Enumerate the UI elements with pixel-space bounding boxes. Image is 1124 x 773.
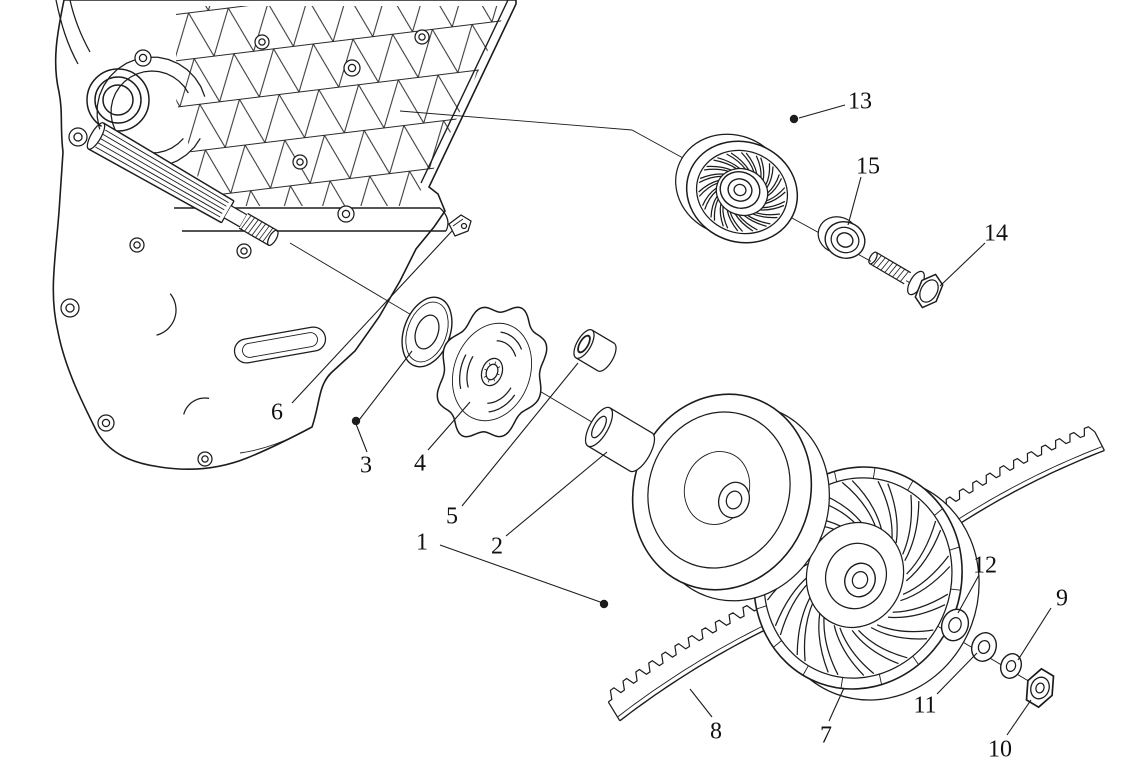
- callout-label-8: 8: [710, 718, 722, 744]
- callout-label-7: 7: [820, 722, 832, 748]
- pulley-bolt: [868, 251, 944, 309]
- ramp-plate: [436, 306, 548, 438]
- leader-dot-13: [789, 114, 799, 124]
- callout-label-1: 1: [416, 529, 428, 555]
- callout-label-14: 14: [984, 220, 1008, 246]
- leader-line-8: [689, 688, 713, 718]
- spring-washer: [940, 608, 970, 642]
- leader-line-5: [461, 362, 579, 507]
- leader-line-1: [439, 544, 604, 604]
- retainer-clip: [448, 214, 472, 237]
- leader-line-10: [1006, 699, 1032, 736]
- starter-cup: [675, 133, 799, 244]
- leader-line-11: [936, 652, 978, 695]
- leader-line-14: [939, 242, 986, 287]
- callout-label-12: 12: [973, 552, 997, 578]
- callout-label-4: 4: [414, 450, 426, 476]
- ball-bearing: [817, 216, 866, 259]
- crankshaft-splined-shaft: [86, 122, 279, 246]
- leader-line-4: [427, 401, 471, 451]
- leader-dot-3: [351, 416, 361, 426]
- leader-line-12: [957, 574, 980, 614]
- leader-line-9: [1017, 607, 1052, 661]
- leader-line-15: [847, 176, 862, 226]
- bush: [573, 329, 617, 372]
- callout-label-15: 15: [856, 153, 880, 179]
- fixed-pulley-half: [631, 393, 830, 602]
- callout-label-6: 6: [271, 399, 283, 425]
- callout-label-13: 13: [848, 88, 872, 114]
- leader-line-2: [505, 451, 608, 537]
- callout-label-2: 2: [491, 533, 503, 559]
- leader-line-3: [355, 350, 413, 453]
- leader-dot-1: [599, 599, 609, 609]
- crankcase: [52, 0, 517, 470]
- small-washer: [999, 653, 1023, 679]
- callout-label-10: 10: [988, 736, 1012, 762]
- callout-label-9: 9: [1056, 585, 1068, 611]
- callout-label-3: 3: [360, 452, 372, 478]
- belt-segment-right: [939, 425, 1105, 530]
- callout-label-11: 11: [913, 692, 936, 718]
- leader-line-13: [798, 104, 846, 119]
- belt-segment-bottom: [604, 597, 781, 722]
- callout-label-5: 5: [446, 503, 458, 529]
- plain-washer: [970, 632, 998, 662]
- leader-line-7: [828, 687, 845, 722]
- flange-nut: [1025, 667, 1055, 709]
- leader-line-6: [291, 230, 453, 404]
